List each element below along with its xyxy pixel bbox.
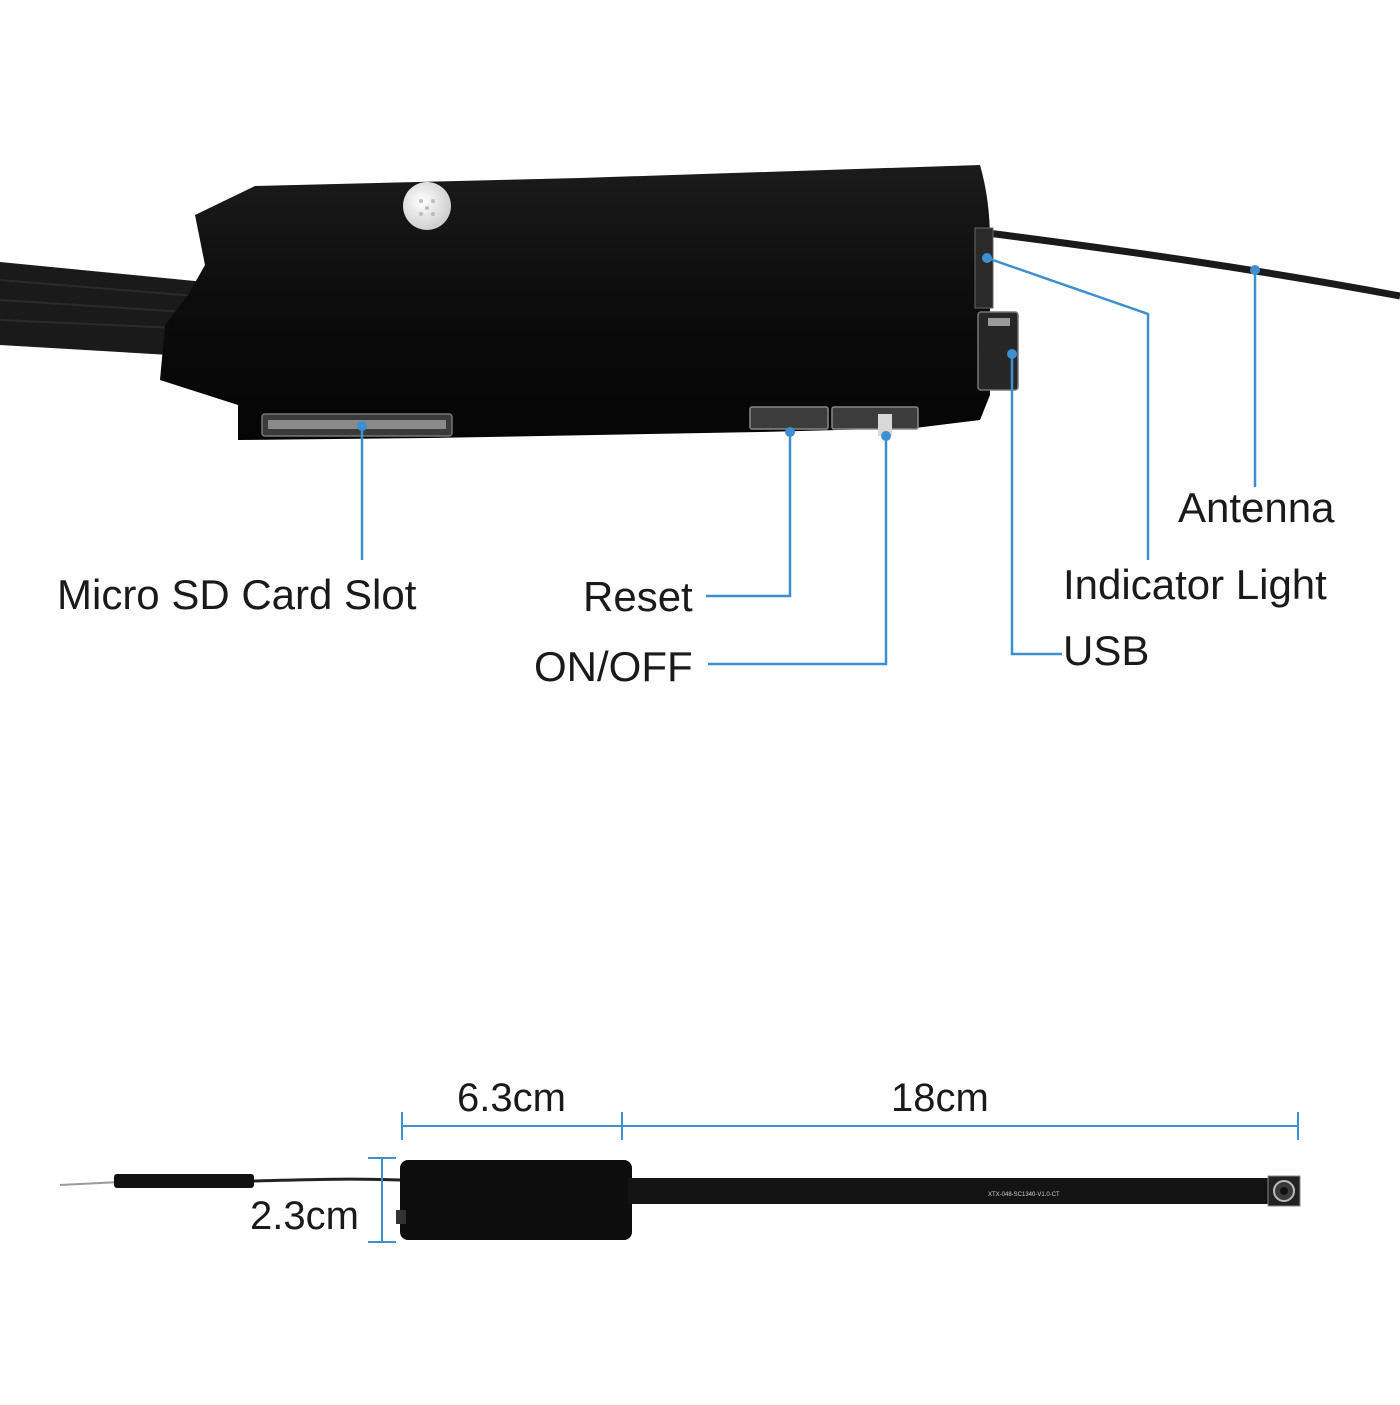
callout-dots: [357, 253, 1260, 441]
power-switch: [831, 406, 919, 430]
usb-port: [977, 311, 1019, 391]
camera-module-body: [160, 165, 1019, 440]
label-indicator-light: Indicator Light: [1063, 561, 1327, 608]
side-view: XTX-048-SC1340-V1.0-CT: [59, 1160, 1301, 1240]
reset-button: [749, 406, 829, 430]
antenna-wire: [979, 228, 1400, 300]
label-reset: Reset: [583, 573, 693, 620]
module-side: [400, 1160, 632, 1240]
leader-indicator: [986, 256, 1150, 560]
dimension-lines: [368, 1112, 1299, 1243]
dimension-module-length: 6.3cm: [457, 1076, 566, 1120]
ribbon-cable-bottom: [628, 1178, 1300, 1204]
antenna-tip: [114, 1174, 254, 1188]
label-micro-sd-card-slot: Micro SD Card Slot: [57, 571, 417, 618]
dimension-cable-length: 18cm: [891, 1076, 989, 1120]
leader-usb: [1010, 354, 1062, 656]
leader-reset: [706, 432, 792, 598]
dimension-module-height: 2.3cm: [250, 1194, 359, 1238]
ribbon-print: XTX-048-SC1340-V1.0-CT: [988, 1192, 1060, 1198]
label-on-off: ON/OFF: [534, 643, 693, 690]
ribbon-cable-top: [0, 262, 205, 355]
label-antenna: Antenna: [1178, 484, 1335, 531]
label-usb: USB: [1063, 627, 1150, 674]
callout-lines: [360, 256, 1257, 666]
leader-on-off: [708, 436, 888, 666]
